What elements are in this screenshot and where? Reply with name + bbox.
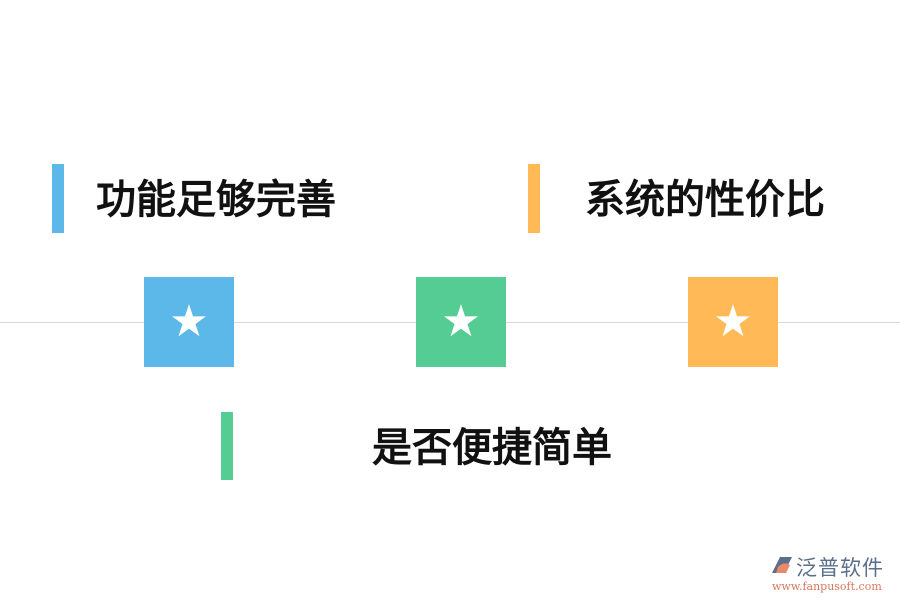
watermark-url: www.fanpusoft.com <box>772 580 882 593</box>
item-label-cost-performance: 系统的性价比 <box>585 177 825 223</box>
star-icon: ★ <box>441 296 481 347</box>
accent-bar-orange <box>528 164 540 233</box>
marker-square-orange: ★ <box>688 277 778 367</box>
accent-bar-green <box>221 412 233 480</box>
watermark-name: 泛普软件 <box>796 556 884 580</box>
accent-bar-blue <box>52 164 64 233</box>
marker-square-green: ★ <box>416 277 506 367</box>
watermark-logo: 泛普软件 www.fanpusoft.com <box>770 552 895 597</box>
item-label-features: 功能足够完善 <box>96 177 336 223</box>
star-icon: ★ <box>169 296 209 347</box>
logo-mark-icon <box>772 557 792 573</box>
star-icon: ★ <box>713 296 753 347</box>
marker-square-blue: ★ <box>144 277 234 367</box>
item-label-ease-of-use: 是否便捷简单 <box>372 425 612 471</box>
